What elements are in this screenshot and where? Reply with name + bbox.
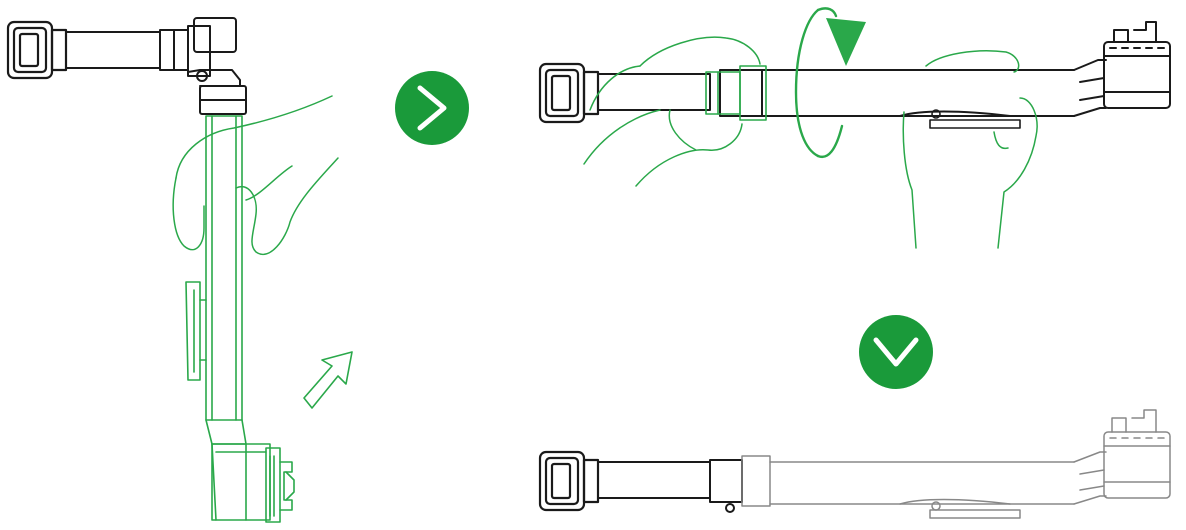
rotate-arrow-head xyxy=(826,18,866,66)
right-hand-outline xyxy=(903,51,1037,248)
step-3-locked-arm xyxy=(540,410,1170,518)
bottom-left-end-cap xyxy=(540,452,598,510)
side-clip xyxy=(186,282,206,380)
chevron-down-icon xyxy=(859,315,933,389)
bottom-tube-grey xyxy=(742,410,1170,518)
main-tube xyxy=(598,22,1170,116)
hand-outline xyxy=(173,96,338,254)
outline-arrow-icon xyxy=(304,352,352,408)
chevron-right-icon xyxy=(395,71,469,145)
top-end-cap xyxy=(8,22,66,78)
left-hand-outline xyxy=(584,37,760,186)
horizontal-tube xyxy=(66,30,188,70)
lower-collar xyxy=(200,86,246,114)
left-end-cap xyxy=(540,64,598,122)
rotating-collar xyxy=(706,66,766,120)
hinge-joint xyxy=(188,18,240,86)
step-1-folded-arm xyxy=(8,18,352,522)
bottom-tube-dark xyxy=(598,460,742,512)
vertical-tube xyxy=(206,116,294,522)
step-2-rotate-collar xyxy=(540,8,1170,248)
